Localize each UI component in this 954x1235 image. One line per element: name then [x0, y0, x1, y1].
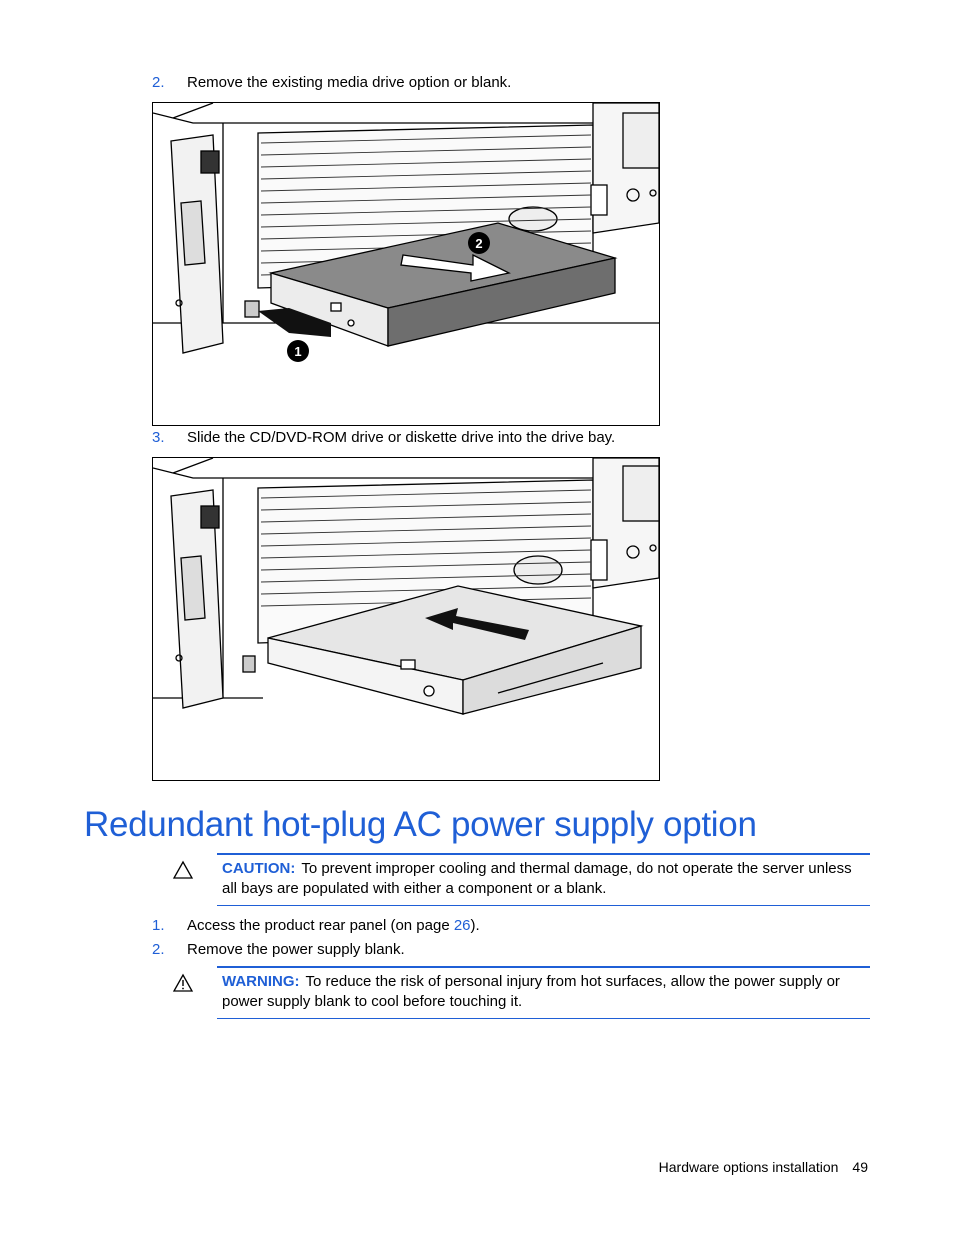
warning-label: WARNING: [222, 973, 300, 990]
callout-1-label: 1 [294, 344, 301, 359]
page-footer: Hardware options installation 49 [659, 1157, 868, 1177]
warning-notice: WARNING:To reduce the risk of personal i… [217, 966, 870, 1019]
step-remove-media: 2. Remove the existing media drive option… [152, 73, 511, 93]
step-text: Remove the existing media drive option o… [187, 74, 512, 91]
step-number: 1. [152, 917, 165, 934]
caution-icon [172, 860, 194, 879]
warning-text: To reduce the risk of personal injury fr… [222, 973, 840, 1010]
step-text-end: ). [470, 917, 480, 934]
callout-2 [468, 232, 490, 254]
step-number: 2. [152, 941, 165, 958]
step-text: Remove the power supply blank. [187, 941, 405, 958]
caution-text: To prevent improper cooling and thermal … [222, 860, 852, 897]
server-illustration-insert [153, 458, 659, 715]
step-number: 3. [152, 429, 165, 446]
server-illustration-remove: 2 1 [153, 103, 659, 362]
warning-icon [172, 973, 194, 992]
caution-label: CAUTION: [222, 860, 296, 877]
figure-insert-drive [152, 457, 660, 781]
section-title: Redundant hot-plug AC power supply optio… [84, 805, 757, 844]
step-text: Slide the CD/DVD-ROM drive or diskette d… [187, 429, 616, 446]
page-number: 49 [852, 1159, 868, 1175]
step-remove-power-blank: 2. Remove the power supply blank. [152, 940, 405, 960]
callout-2-label: 2 [475, 236, 482, 251]
step-access-rear-panel: 1. Access the product rear panel (on page… [152, 916, 480, 936]
step-number: 2. [152, 74, 165, 91]
callout-1 [287, 340, 309, 362]
step-text: Access the product rear panel (on page [187, 917, 454, 934]
figure-remove-drive: 2 1 [152, 102, 660, 426]
footer-section: Hardware options installation [658, 1159, 839, 1175]
caution-notice: CAUTION:To prevent improper cooling and … [217, 853, 870, 906]
step-slide-drive: 3. Slide the CD/DVD-ROM drive or diskette… [152, 428, 615, 448]
page-reference-link[interactable]: 26 [453, 917, 471, 934]
